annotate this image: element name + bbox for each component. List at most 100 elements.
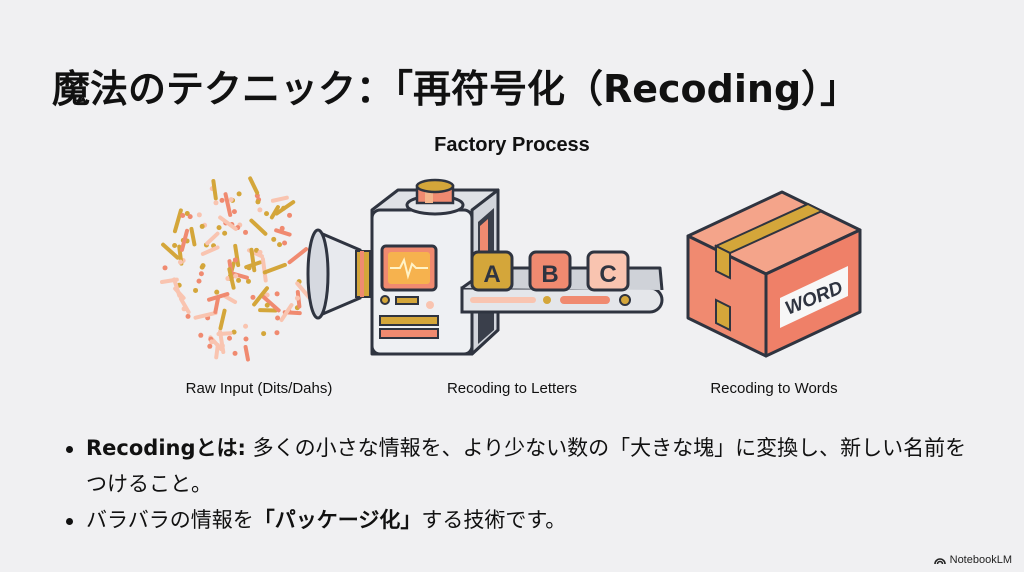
dit-particle [250,294,256,300]
dah-particle [189,226,197,247]
dit-particle [213,200,219,206]
dah-particle [218,215,238,231]
dit-particle [231,209,237,215]
bullet-list: Recodingとは: 多くの小さな情報を、より少ない数の「大きな塊」に変換し、… [62,430,982,538]
dah-particle [287,247,309,265]
dit-particle [199,223,205,229]
dit-particle [261,331,267,337]
dah-particle [205,231,220,246]
dit-particle [279,225,285,231]
stage-label-raw-input: Raw Input (Dits/Dahs) [185,380,333,397]
dit-particle [255,199,261,205]
dit-particle [275,315,281,321]
dit-particle [274,330,280,336]
dah-particle [244,260,263,270]
dit-particle [216,225,222,231]
dit-particle [207,343,213,349]
dah-particle [249,218,268,236]
dit-particle [236,191,242,197]
dit-particle [264,292,270,298]
bullet-bold-term: Recodingとは: [86,436,246,460]
stage-label-letters: Recoding to Letters [446,380,578,397]
dit-particle [180,212,186,218]
dah-particle [262,262,287,275]
dit-particle [287,212,293,218]
dit-particle [185,313,191,319]
word-box-icon: WORD [686,190,862,358]
diagram-title: Factory Process [434,134,590,156]
dit-particle [172,242,178,248]
dah-particle [227,267,236,290]
dit-particle [264,211,270,217]
dah-particle [222,293,238,305]
dit-particle [198,332,204,338]
dah-particle [213,295,221,314]
bullet-bold-term: 「パッケージ化」 [253,508,422,532]
dit-particle [184,210,190,216]
dah-particle [207,292,230,302]
dit-particle [243,336,249,342]
dah-particle [261,294,281,313]
dah-particle [211,178,218,201]
notebooklm-brand: NotebookLM [933,554,1012,566]
bullet-post-text: する技術です。 [421,508,567,532]
dit-particle [193,287,199,293]
dit-particle [187,214,193,220]
dit-particle [219,197,225,203]
dit-particle [209,339,215,345]
dah-particle [173,286,186,300]
dah-particle [274,200,296,216]
letter-block-a: A [470,250,514,292]
dah-particle [161,242,180,260]
dit-particle [232,350,238,356]
letter-block-c: C [586,250,630,292]
dah-particle [260,257,268,283]
slide-title: 魔法のテクニック：「再符号化（Recoding）」 [52,67,859,111]
dah-particle [233,243,241,268]
stage-label-words: Recoding to Words [710,380,838,397]
dit-particle [198,271,204,277]
dit-particle [236,277,242,283]
dah-particle [269,205,280,220]
dah-particle [248,176,260,195]
letter-c: C [599,261,616,288]
dah-particle [216,331,233,337]
dit-particle [264,302,270,308]
dit-particle [162,265,168,271]
dit-particle [196,212,202,218]
dit-particle [274,291,280,297]
bullet-item-recoding-definition: Recodingとは: 多くの小さな情報を、より少ない数の「大きな塊」に変換し、… [62,430,982,502]
letter-b: B [541,261,558,288]
dit-particle [214,289,220,295]
dit-particle [231,329,237,335]
dit-particle [243,229,249,235]
brand-name: NotebookLM [949,554,1012,566]
dah-particle [214,342,220,360]
dah-particle [243,345,250,362]
dit-particle [232,257,238,263]
dit-particle [243,323,249,329]
dah-particle [179,228,190,252]
dit-particle [233,273,239,279]
dah-particle [274,228,292,237]
dah-particle [200,245,220,256]
dah-particle [178,296,191,315]
dah-particle [270,195,289,203]
dah-particle [193,310,218,320]
dit-particle [199,264,205,270]
dit-particle [177,259,183,265]
dit-particle [225,276,231,282]
dit-particle [282,240,288,246]
letter-a: A [483,261,500,288]
bullet-pre-text: バラバラの情報を [86,508,254,532]
dit-particle [245,278,251,284]
dah-particle [172,208,183,234]
notebooklm-logo-icon [933,557,946,564]
dah-particle [252,286,269,307]
raw-input-particles [159,176,314,362]
letter-block-b: B [528,250,572,292]
dit-particle [222,230,228,236]
bullet-item-packaging: バラバラの情報を「パッケージ化」する技術です。 [62,502,982,538]
dit-particle [277,242,283,248]
